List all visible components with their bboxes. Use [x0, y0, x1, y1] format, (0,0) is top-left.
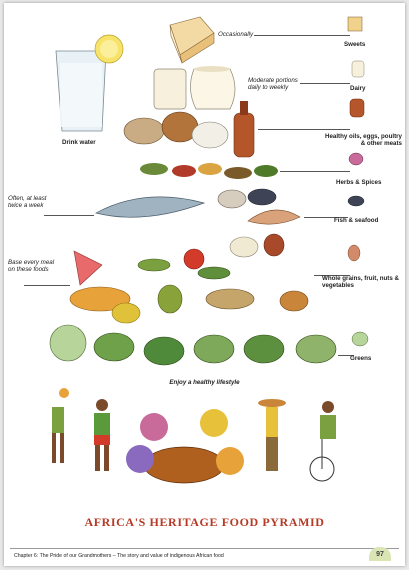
leader-line — [254, 35, 350, 36]
leader-line — [258, 129, 350, 130]
footer-divider — [10, 548, 399, 549]
document-page: Occasionally Sweets Moderate portions da… — [4, 3, 405, 566]
leader-line — [280, 171, 350, 172]
drink-water-label: Drink water — [62, 139, 96, 146]
fish-seafood-icon — [96, 189, 300, 224]
lifestyle-caption: Enjoy a healthy lifestyle — [4, 379, 405, 386]
chapter-footer: Chapter 6: The Pride of our Grandmothers… — [14, 553, 224, 559]
grains-fruit-vegetables-icon — [70, 234, 308, 323]
tier-sweets-description: Occasionally — [218, 31, 253, 38]
leader-line — [300, 83, 350, 84]
water-glass-icon — [56, 35, 123, 131]
leader-line — [44, 215, 94, 216]
tier-oils-label: Healthy oils, eggs, poultry & other meat… — [324, 133, 402, 147]
tier-herbs-label: Herbs & Spices — [336, 179, 381, 186]
tier-fish-label: Fish & seafood — [334, 217, 378, 224]
leader-line — [24, 285, 70, 286]
tier-grains-description: Base every meal on these foods — [8, 259, 60, 273]
tier-fish-description: Often, at least twice a week — [8, 195, 58, 209]
greens-icon — [50, 325, 336, 365]
lifestyle-figures-illustration — [52, 388, 336, 483]
tier-greens-label: Greens — [350, 355, 371, 362]
page-title: AFRICA'S HERITAGE FOOD PYRAMID — [4, 515, 405, 530]
tier-grains-label: Whole grains, fruit, nuts & vegetables — [322, 275, 402, 289]
dairy-jars-icon — [154, 66, 235, 109]
tier-dairy-label: Dairy — [350, 85, 365, 92]
tier-sweets-label: Sweets — [344, 41, 365, 48]
tier-dairy-description: Moderate portions daily to weekly — [248, 77, 312, 91]
herbs-spices-icon — [140, 163, 278, 179]
cake-slice-icon — [170, 17, 214, 63]
poultry-meats-icon — [124, 101, 254, 157]
page-number: 97 — [369, 547, 391, 561]
